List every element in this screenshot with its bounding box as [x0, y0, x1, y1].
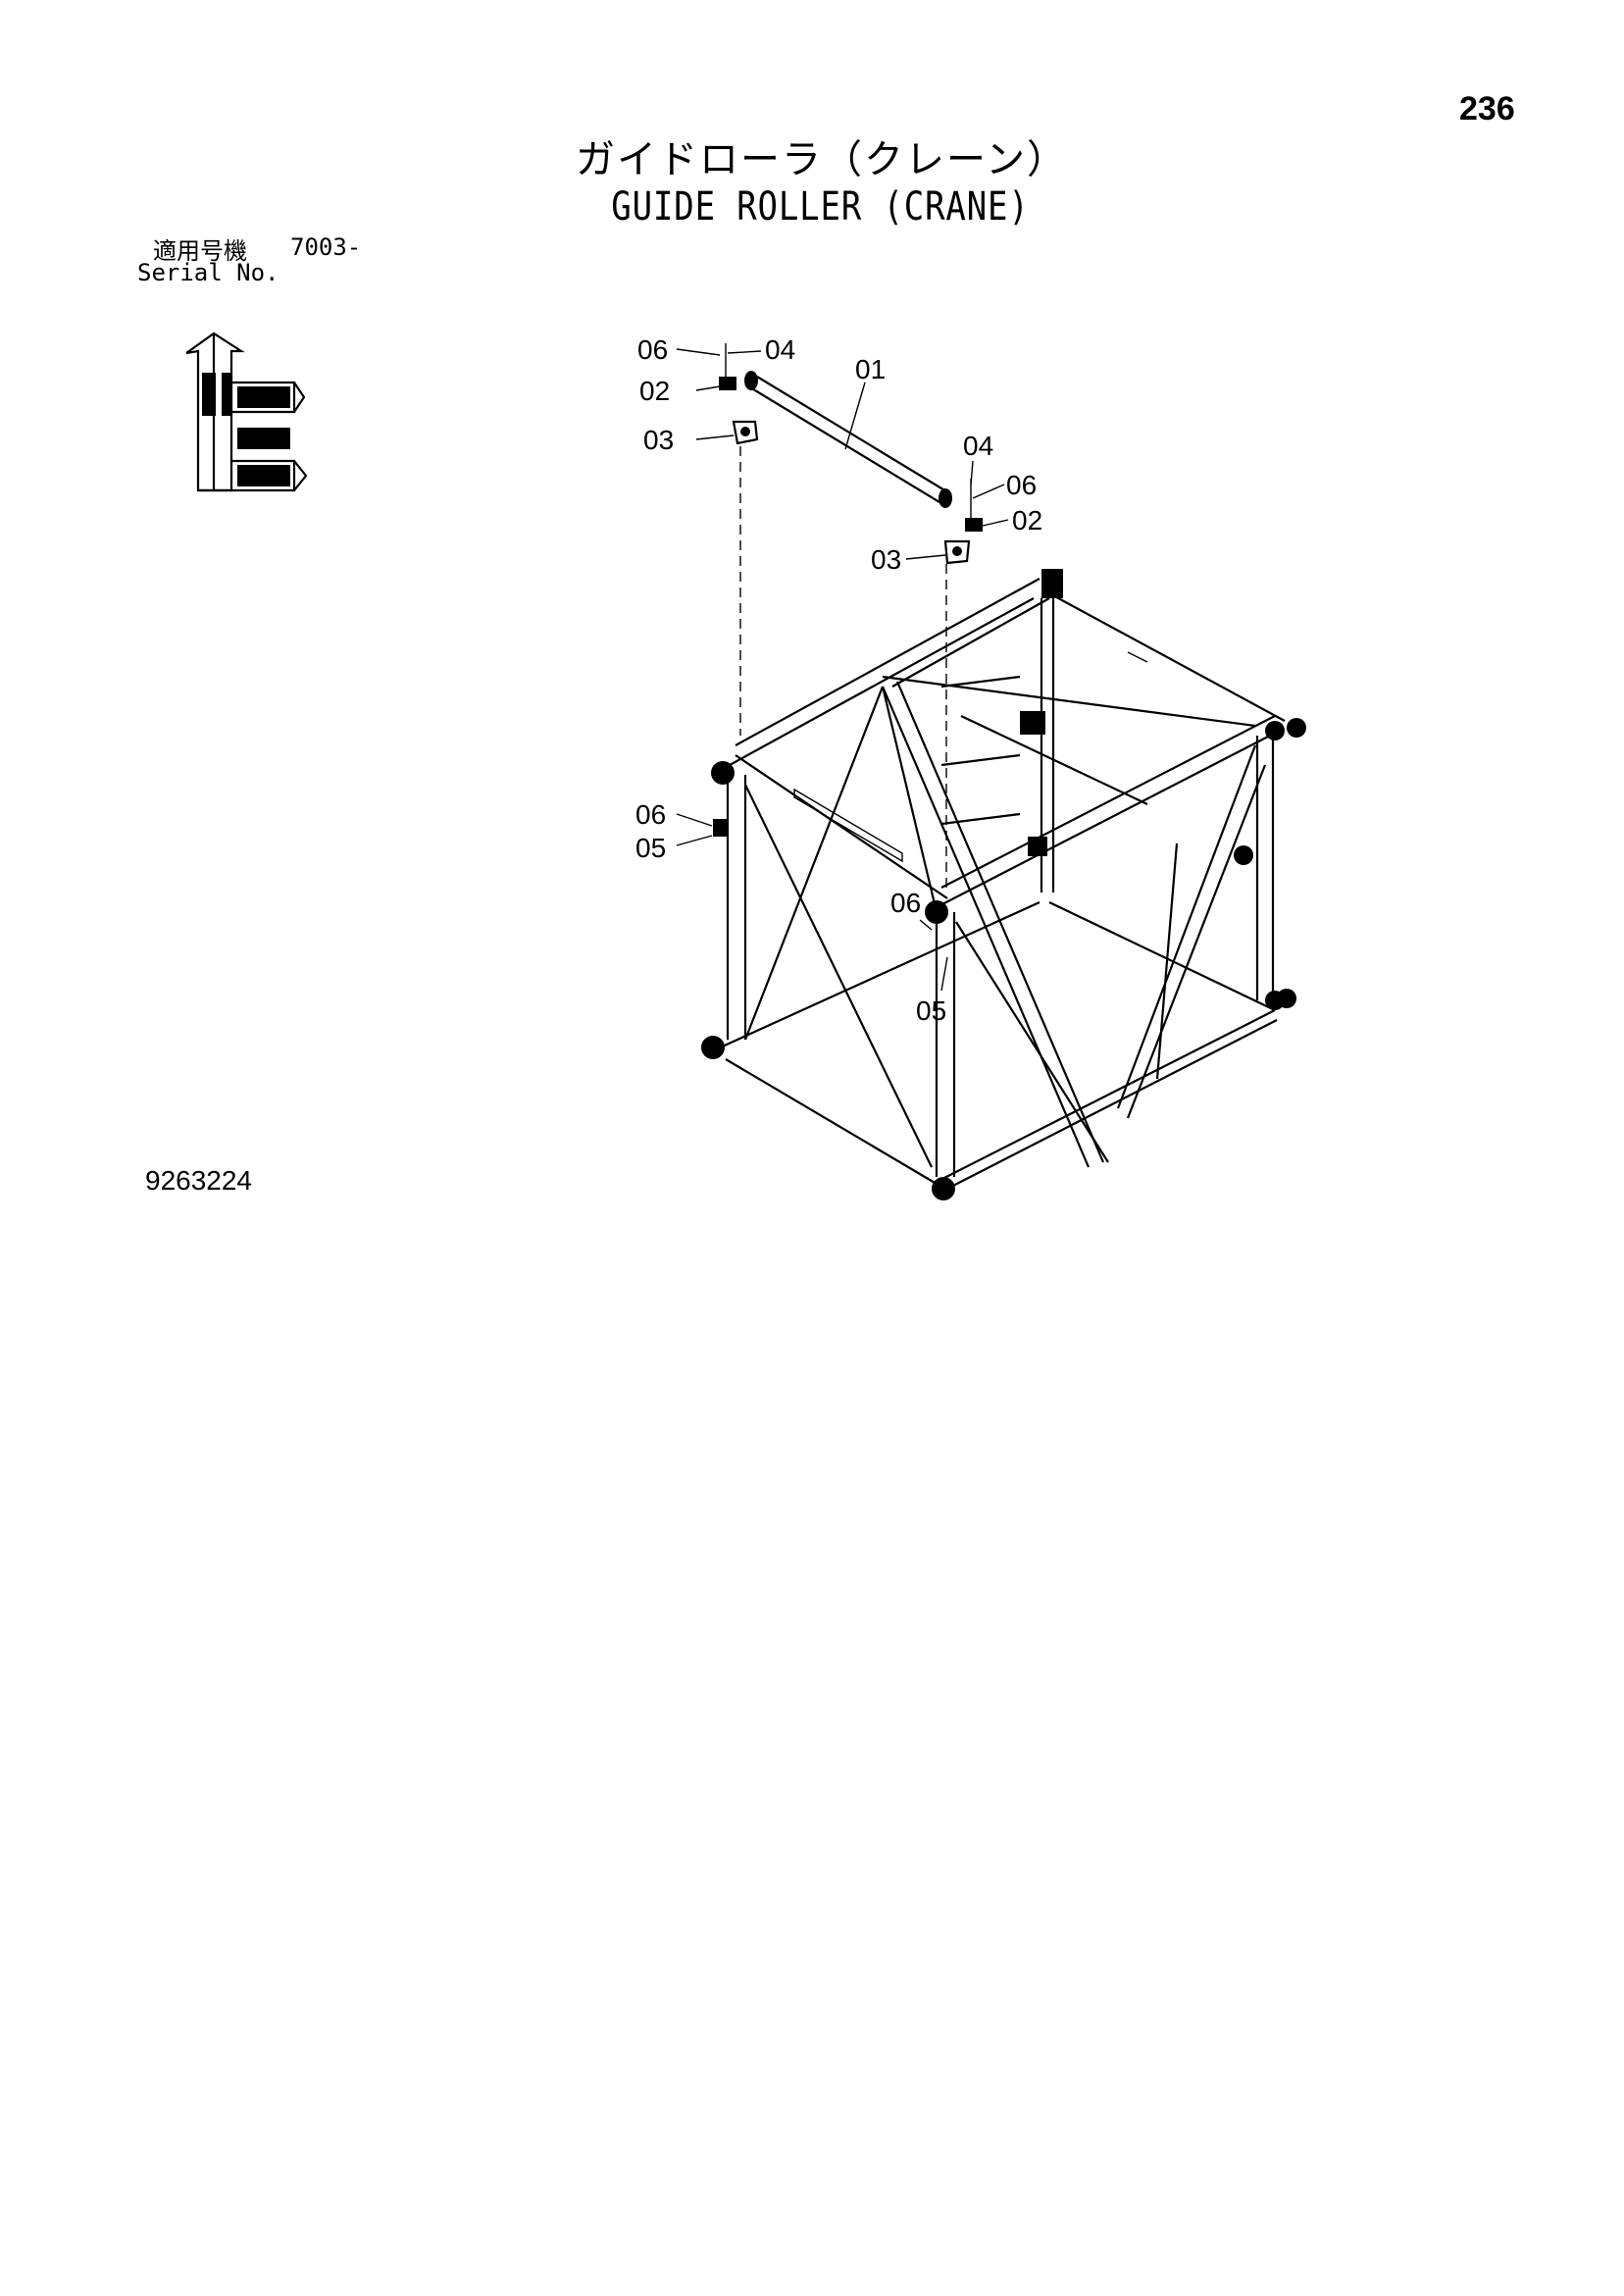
callout-06-frame-left: 06: [635, 799, 666, 830]
title-english: GUIDE ROLLER (CRANE): [611, 184, 1030, 230]
callout-05-frame-left: 05: [635, 833, 666, 863]
callout-05-frame-center: 05: [916, 995, 946, 1026]
serial-value: 7003-: [290, 233, 362, 261]
roller-bracket-upper-right: [943, 479, 983, 565]
callout-04-top-left: 04: [765, 334, 795, 365]
guide-roller-shaft: [744, 371, 952, 508]
serial-label-english: Serial No.: [137, 259, 279, 286]
callout-01: 01: [855, 354, 886, 384]
callout-06-frame-center: 06: [890, 888, 921, 918]
serial-label-japanese: 適用号機: [153, 237, 247, 265]
callout-02-left: 02: [639, 376, 670, 406]
roller-bracket-upper-left: [719, 343, 759, 445]
callout-leaders: [676, 348, 1009, 992]
callout-03-right: 03: [871, 544, 901, 575]
callout-02-right: 02: [1012, 505, 1042, 536]
callout-06-right: 06: [1006, 470, 1037, 500]
callout-03-left: 03: [643, 425, 674, 455]
callout-04-right: 04: [963, 431, 993, 461]
callout-06-top-left: 06: [637, 334, 668, 365]
title-japanese: ガイドローラ（クレーン）: [576, 137, 1068, 182]
crane-lattice-frame: [701, 569, 1306, 1200]
machine-orientation-icon: [185, 332, 308, 492]
page-number: 236: [1459, 90, 1515, 128]
drawing-number: 9263224: [145, 1165, 253, 1196]
